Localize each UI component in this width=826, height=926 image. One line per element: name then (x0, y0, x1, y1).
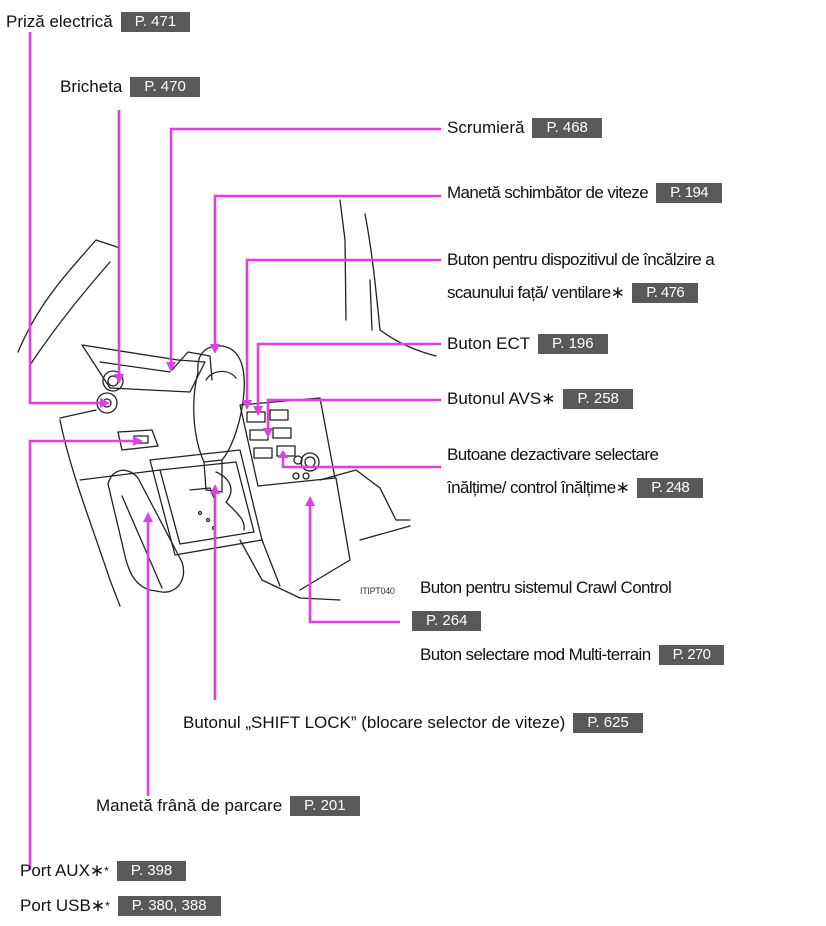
frana-parcare-text: Manetă frână de parcare (96, 796, 283, 815)
label-shift-lock: Butonul „SHIFT LOCK” (blocare selector d… (183, 713, 643, 733)
priza-text: Priză electrică (6, 12, 113, 31)
maneta-viteze-text: Manetă schimbător de viteze (447, 183, 649, 202)
bricheta-text: Bricheta (60, 77, 123, 96)
label-buton-incalzire-1: Buton pentru dispozitivul de încălzire a (447, 250, 715, 270)
label-bricheta: Bricheta P. 470 (60, 77, 200, 97)
page-ref-maneta-viteze[interactable]: P. 194 (656, 183, 722, 203)
label-butonul-avs: Butonul AVS∗ P. 258 (447, 389, 633, 409)
leader-priza (28, 32, 100, 405)
leader-aux-usb (28, 439, 133, 870)
multi-terrain-text: Buton selectare mod Multi-terrain (420, 645, 651, 664)
label-port-aux: Port AUX∗* P. 398 (20, 861, 187, 881)
leader-arrows (100, 344, 315, 522)
page-ref-bricheta[interactable]: P. 470 (130, 77, 200, 97)
incalzire-text-line2: scaunului față/ ventilare∗ (447, 283, 625, 302)
port-usb-text: Port USB∗ (20, 896, 106, 915)
page-ref-avs[interactable]: P. 258 (563, 389, 633, 409)
label-crawl-control: Buton pentru sistemul Crawl Control (420, 578, 672, 598)
label-priza-electrica: Priză electrică P. 471 (6, 12, 191, 32)
leader-avs (266, 398, 441, 432)
leader-lines (28, 32, 441, 870)
center-console-illustration (17, 199, 437, 607)
port-aux-text: Port AUX∗ (20, 861, 105, 880)
image-code: ITIPT040 (360, 586, 395, 596)
inaltime-text-line1: Butoane dezactivare selectare (447, 445, 659, 464)
leader-maneta-viteze (213, 194, 441, 350)
label-buton-ect: Buton ECT P. 196 (447, 334, 608, 354)
label-butoane-inaltime-1: Butoane dezactivare selectare (447, 445, 659, 465)
label-multi-terrain: Buton selectare mod Multi-terrain P. 270 (420, 645, 725, 665)
leader-inaltime (281, 455, 441, 469)
label-butoane-inaltime-2: înălțime/ control înălțime∗ P. 248 (447, 478, 704, 498)
page-ref-frana-parcare[interactable]: P. 201 (290, 796, 360, 816)
page-ref-incalzire[interactable]: P. 476 (632, 283, 699, 303)
leader-ect (256, 342, 441, 410)
label-crawl-control-ref: P. 264 (412, 611, 482, 631)
page-ref-inaltime[interactable]: P. 248 (637, 478, 704, 498)
page-ref-crawl-control[interactable]: P. 264 (412, 611, 482, 631)
label-maneta-viteze: Manetă schimbător de viteze P. 194 (447, 183, 722, 203)
label-buton-incalzire-2: scaunului față/ ventilare∗ P. 476 (447, 283, 699, 303)
label-frana-parcare: Manetă frână de parcare P. 201 (96, 796, 360, 816)
inaltime-text-line2: înălțime/ control înălțime∗ (447, 478, 630, 497)
leader-incalzire (245, 258, 441, 405)
avs-text: Butonul AVS∗ (447, 389, 556, 408)
leader-scrumiera (169, 127, 441, 368)
page-ref-scrumiera[interactable]: P. 468 (532, 118, 602, 138)
leader-crawl (308, 502, 400, 624)
page-ref-ect[interactable]: P. 196 (538, 334, 608, 354)
label-port-usb: Port USB∗* P. 380, 388 (20, 896, 221, 916)
shift-lock-text: Butonul „SHIFT LOCK” (blocare selector d… (183, 713, 566, 732)
label-scrumiera: Scrumieră P. 468 (447, 118, 602, 138)
port-usb-star: * (105, 899, 110, 913)
ect-text: Buton ECT (447, 334, 531, 353)
page-ref-port-usb[interactable]: P. 380, 388 (117, 896, 221, 916)
page-ref-priza[interactable]: P. 471 (120, 12, 191, 32)
page-ref-shift-lock[interactable]: P. 625 (573, 713, 643, 733)
page-ref-multi-terrain[interactable]: P. 270 (658, 645, 725, 665)
port-aux-star: * (104, 864, 109, 878)
page-ref-port-aux[interactable]: P. 398 (116, 861, 187, 881)
scrumiera-text: Scrumieră (447, 118, 525, 137)
incalzire-text-line1: Buton pentru dispozitivul de încălzire a (447, 250, 715, 269)
crawl-control-text: Buton pentru sistemul Crawl Control (420, 578, 672, 597)
